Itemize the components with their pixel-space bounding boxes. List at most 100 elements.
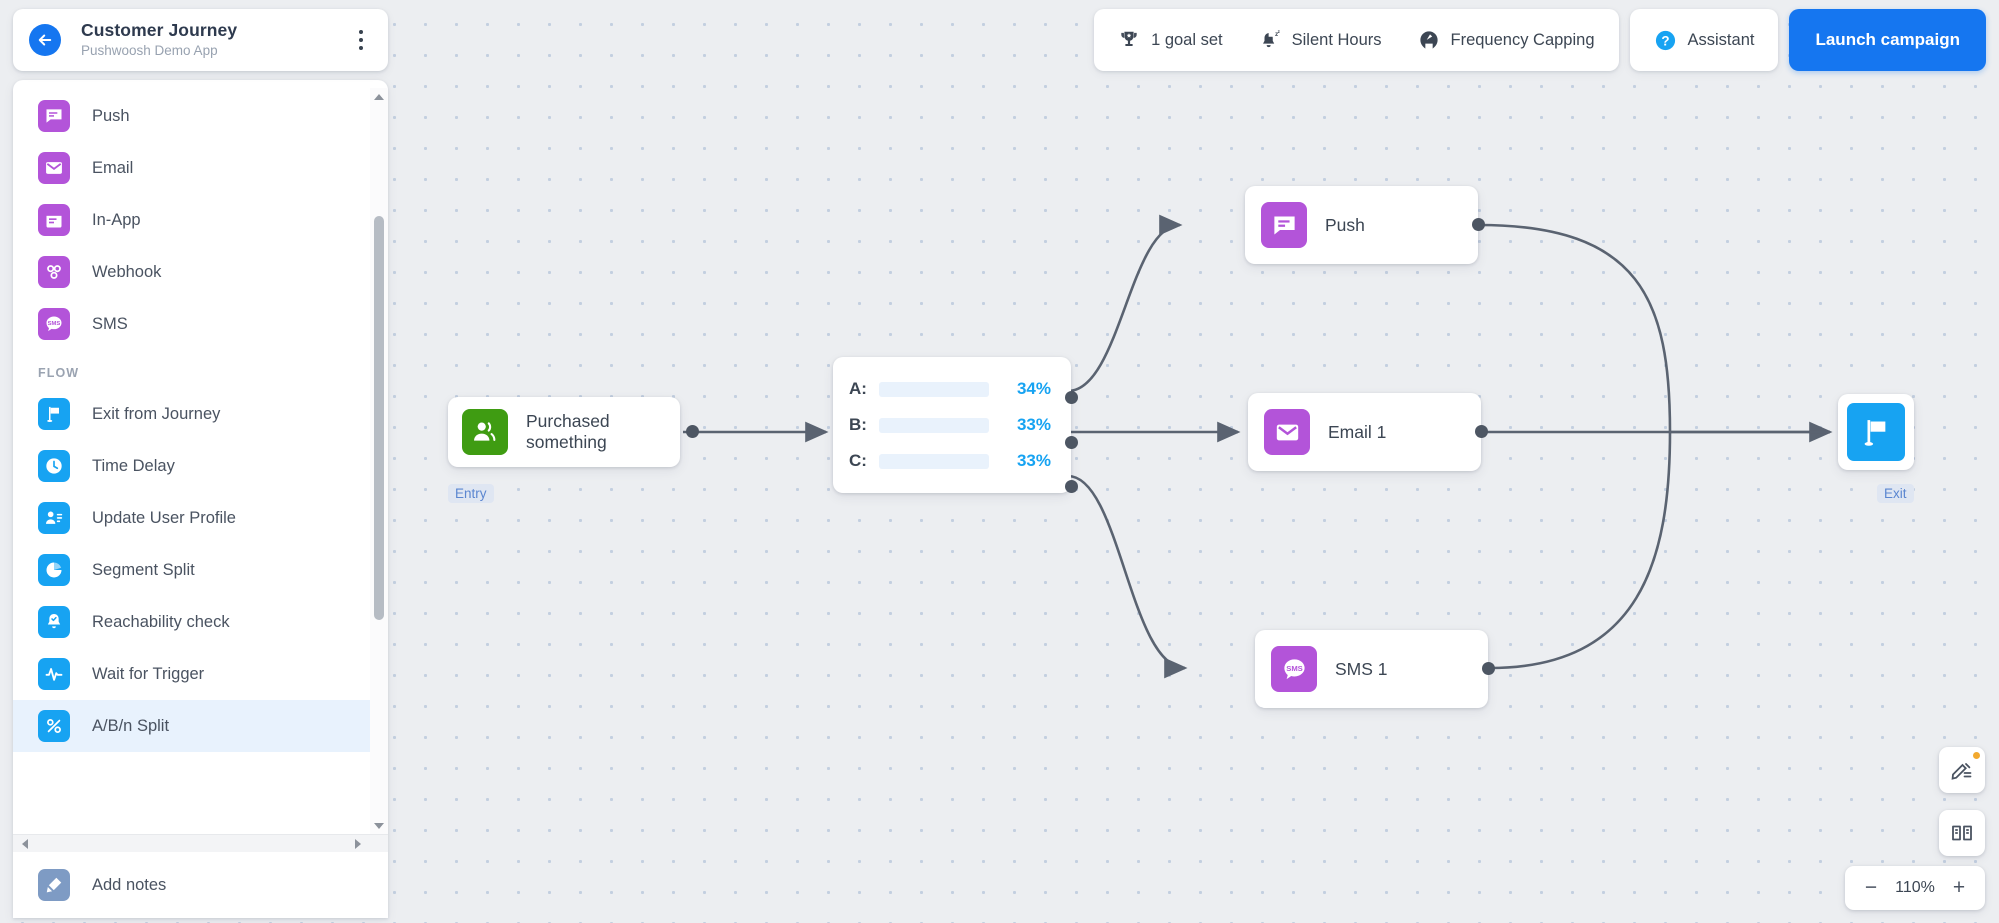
- frequency-capping-button[interactable]: Frequency Capping: [1400, 16, 1613, 64]
- sms-node[interactable]: SMS SMS 1: [1255, 630, 1495, 708]
- zoom-out-button[interactable]: −: [1864, 876, 1878, 899]
- svg-text:z: z: [1275, 31, 1278, 38]
- svg-text:SMS: SMS: [48, 321, 61, 327]
- sms-output-port[interactable]: [1482, 662, 1495, 675]
- chevron-down-icon: [374, 822, 384, 829]
- silent-hours-label: Silent Hours: [1291, 30, 1382, 49]
- branch-track: [879, 381, 989, 397]
- split-output-port-a[interactable]: [1065, 391, 1078, 404]
- scroll-down-button[interactable]: [370, 817, 388, 834]
- flag-icon: [38, 398, 70, 430]
- app-name: Pushwoosh Demo App: [81, 43, 218, 58]
- sms-node-label: SMS 1: [1335, 658, 1388, 679]
- notification-dot: [1973, 752, 1980, 759]
- blocks-sidebar: Push Email In-App: [13, 80, 388, 918]
- webhook-icon: [38, 256, 70, 288]
- sidebar-item-time-delay[interactable]: Time Delay: [13, 440, 370, 492]
- entry-node[interactable]: Purchased something: [448, 397, 699, 467]
- launch-campaign-button[interactable]: Launch campaign: [1789, 9, 1986, 71]
- zoom-controls: − 110% +: [1845, 866, 1985, 910]
- sidebar-item-push[interactable]: Push: [13, 90, 370, 142]
- email-output-port[interactable]: [1475, 425, 1488, 438]
- scroll-right-button[interactable]: [349, 835, 367, 853]
- email-icon: [38, 152, 70, 184]
- sidebar-horizontal-scrollbar[interactable]: [13, 834, 388, 852]
- journey-header: Customer Journey Pushwoosh Demo App: [13, 9, 388, 71]
- header-texts: Customer Journey Pushwoosh Demo App: [81, 20, 350, 60]
- book-icon: [1950, 821, 1974, 845]
- back-button[interactable]: [29, 24, 61, 56]
- sidebar-vertical-scrollbar[interactable]: [370, 88, 388, 834]
- flag-icon: [1847, 403, 1905, 461]
- frequency-capping-label: Frequency Capping: [1450, 30, 1595, 49]
- sidebar-item-label: Email: [92, 158, 134, 177]
- trophy-icon: [1118, 29, 1140, 51]
- split-branch-c[interactable]: C: 33%: [849, 443, 1055, 479]
- sidebar-item-email[interactable]: Email: [13, 142, 370, 194]
- push-node[interactable]: Push: [1245, 186, 1485, 264]
- branch-key: A:: [849, 379, 867, 398]
- sidebar-item-exit-from-journey[interactable]: Exit from Journey: [13, 388, 370, 440]
- split-branch-a[interactable]: A: 34%: [849, 371, 1055, 407]
- question-circle-icon: ?: [1654, 29, 1677, 52]
- push-icon: [1261, 202, 1307, 248]
- sidebar-item-label: Push: [92, 106, 130, 125]
- clock-icon: [38, 450, 70, 482]
- goal-set-button[interactable]: 1 goal set: [1100, 16, 1241, 64]
- branch-key: B:: [849, 415, 867, 434]
- push-output-port[interactable]: [1472, 218, 1485, 231]
- sidebar-item-reachability-check[interactable]: Reachability check: [13, 596, 370, 648]
- sidebar-item-label: A/B/n Split: [92, 716, 170, 735]
- assistant-button[interactable]: ? Assistant: [1636, 16, 1773, 64]
- sidebar-item-wait-for-trigger[interactable]: Wait for Trigger: [13, 648, 370, 700]
- branch-percent: 33%: [1016, 415, 1051, 434]
- user-edit-icon: [38, 502, 70, 534]
- page-title: Customer Journey: [81, 20, 238, 40]
- push-icon: [38, 100, 70, 132]
- svg-text:SMS: SMS: [1286, 663, 1303, 672]
- scrollbar-thumb[interactable]: [374, 216, 384, 620]
- sidebar-item-label: Segment Split: [92, 560, 195, 579]
- sidebar-item-in-app[interactable]: In-App: [13, 194, 370, 246]
- zoom-in-button[interactable]: +: [1952, 876, 1966, 899]
- add-notes-button[interactable]: Add notes: [13, 852, 388, 918]
- ab-split-node[interactable]: A: 34% B: 33% C: 33%: [833, 357, 1078, 493]
- branch-track: [879, 417, 989, 433]
- chevron-right-icon: [355, 839, 361, 849]
- sidebar-item-update-user-profile[interactable]: Update User Profile: [13, 492, 370, 544]
- entry-output-port[interactable]: [686, 425, 699, 438]
- arrow-left-icon: [36, 31, 54, 49]
- audience-icon: [462, 409, 508, 455]
- edit-panel-button[interactable]: [1939, 747, 1985, 793]
- sidebar-item-ab-n-split[interactable]: A/B/n Split: [13, 700, 370, 752]
- sidebar-item-label: Webhook: [92, 262, 162, 281]
- in-app-icon: [38, 204, 70, 236]
- chevron-left-icon: [22, 839, 28, 849]
- entry-badge: Entry: [448, 484, 494, 503]
- note-pen-icon: [38, 869, 70, 901]
- scroll-up-button[interactable]: [370, 88, 388, 105]
- scroll-left-button[interactable]: [16, 835, 34, 853]
- email-node[interactable]: Email 1: [1248, 393, 1488, 471]
- bell-check-icon: [38, 606, 70, 638]
- branch-percent: 34%: [1016, 379, 1051, 398]
- email-node-label: Email 1: [1328, 421, 1387, 442]
- sidebar-item-segment-split[interactable]: Segment Split: [13, 544, 370, 596]
- sidebar-scroll-area: Push Email In-App: [13, 80, 388, 834]
- sidebar-item-webhook[interactable]: Webhook: [13, 246, 370, 298]
- kebab-menu-icon[interactable]: [350, 28, 372, 52]
- split-branch-b[interactable]: B: 33%: [849, 407, 1055, 443]
- split-output-port-b[interactable]: [1065, 436, 1078, 449]
- exit-node[interactable]: [1838, 394, 1914, 470]
- branch-key: C:: [849, 451, 867, 470]
- sidebar-item-sms[interactable]: SMS SMS: [13, 298, 370, 350]
- library-button[interactable]: [1939, 810, 1985, 856]
- goal-set-label: 1 goal set: [1151, 30, 1223, 49]
- sidebar-item-label: Time Delay: [92, 456, 175, 475]
- split-output-port-c[interactable]: [1065, 480, 1078, 493]
- zoom-level: 110%: [1895, 879, 1935, 896]
